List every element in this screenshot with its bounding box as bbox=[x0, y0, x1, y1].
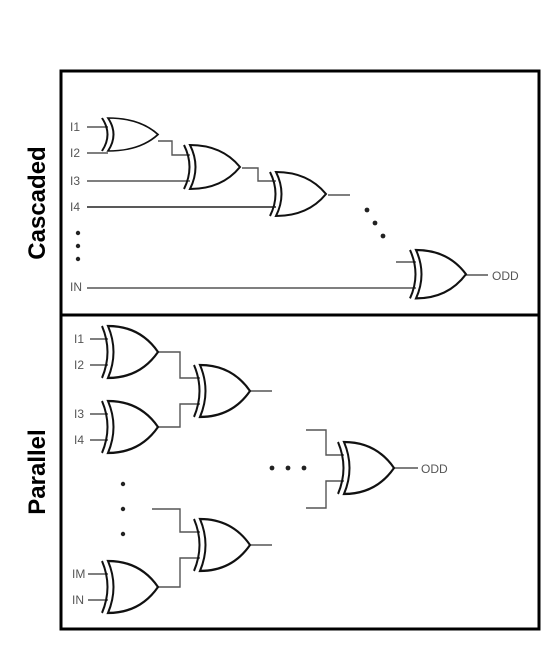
parallel-tree-ellipsis-dot bbox=[285, 465, 291, 471]
parallel-panel-frame bbox=[59, 313, 541, 631]
cascaded-input-label-i4: I4 bbox=[70, 200, 80, 214]
parallel-tree-ellipsis-dot bbox=[301, 465, 307, 471]
cascaded-circuit: I1 I2 I3 I4 IN ODD bbox=[70, 117, 519, 300]
parallel-xor-gate-1 bbox=[100, 324, 160, 380]
cascaded-wire-g2-g3 bbox=[242, 167, 276, 182]
cascaded-input-ellipsis-dot bbox=[75, 256, 81, 262]
parallel-input-label-im: IM bbox=[72, 567, 85, 581]
parallel-wire-final-in-a bbox=[306, 429, 344, 456]
parallel-xor-gate-final bbox=[336, 440, 396, 496]
parallel-input-label-i1: I1 bbox=[74, 332, 84, 346]
cascaded-chain-ellipsis-dot bbox=[380, 233, 386, 239]
cascaded-input-label-i1: I1 bbox=[70, 120, 80, 134]
cascaded-output-label: ODD bbox=[492, 269, 519, 283]
cascaded-input-label-in: IN bbox=[70, 280, 82, 294]
parallel-xor-gate-4 bbox=[192, 363, 252, 419]
parallel-wire-g4-g6 bbox=[158, 557, 200, 588]
cascaded-input-ellipsis-dot bbox=[75, 230, 81, 236]
cascaded-xor-gate-2 bbox=[183, 144, 241, 190]
cascaded-input-label-i2: I2 bbox=[70, 146, 80, 160]
parallel-panel-title: Parallel bbox=[24, 429, 51, 514]
parallel-circuit: I1 I2 I3 I4 IM IN bbox=[72, 324, 448, 615]
cascaded-wire-g1-g2 bbox=[158, 140, 190, 156]
parallel-input-label-i2: I2 bbox=[74, 358, 84, 372]
parallel-input-label-i3: I3 bbox=[74, 407, 84, 421]
parallel-input-ellipsis-dot bbox=[120, 481, 126, 487]
parallel-wire-final-in-b bbox=[306, 480, 344, 509]
cascaded-input-ellipsis-dot bbox=[75, 243, 81, 249]
cascaded-xor-gate-last bbox=[408, 248, 468, 300]
cascaded-panel-title: Cascaded bbox=[24, 146, 51, 259]
parallel-xor-gate-3 bbox=[100, 559, 160, 615]
parallel-wire-upper-stub bbox=[152, 508, 200, 533]
cascaded-chain-ellipsis-dot bbox=[372, 220, 378, 226]
cascaded-chain-ellipsis-dot bbox=[364, 207, 370, 213]
parallel-wire-g2-g5 bbox=[158, 403, 200, 428]
parallel-input-ellipsis-dot bbox=[120, 506, 126, 512]
parallel-output-label: ODD bbox=[421, 462, 448, 476]
cascaded-xor-gate-1 bbox=[101, 117, 159, 152]
cascaded-xor-gate-3 bbox=[269, 171, 327, 217]
parallel-input-label-in: IN bbox=[72, 593, 84, 607]
cascaded-input-label-i3: I3 bbox=[70, 174, 80, 188]
parallel-xor-gate-5 bbox=[192, 517, 252, 573]
parallel-input-label-i4: I4 bbox=[74, 433, 84, 447]
parallel-xor-gate-2 bbox=[100, 399, 160, 455]
parallel-tree-ellipsis-dot bbox=[269, 465, 275, 471]
parallel-wire-g1-g5 bbox=[158, 351, 200, 379]
parallel-input-ellipsis-dot bbox=[120, 531, 126, 537]
